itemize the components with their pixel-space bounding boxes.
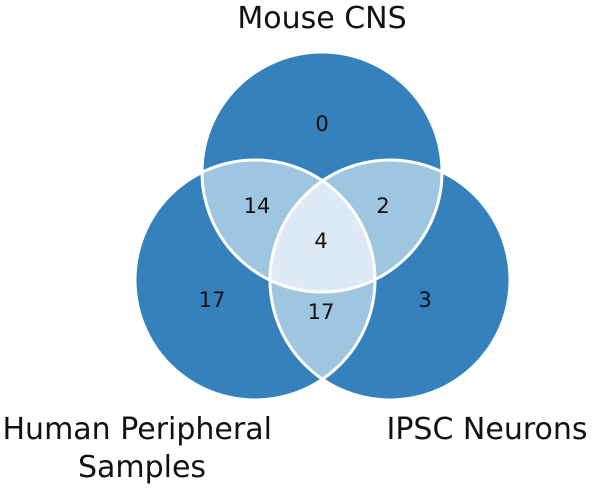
count-human-ipsc: 17 <box>308 300 335 324</box>
count-all-three: 4 <box>314 229 327 253</box>
label-human-peripheral: Human Peripheral Samples <box>3 412 282 485</box>
label-human-peripheral-line2: Samples <box>78 450 206 485</box>
label-mouse-cns: Mouse CNS <box>237 1 406 36</box>
outline-human-peripheral <box>133 158 377 402</box>
count-mouse-ipsc: 2 <box>376 194 389 218</box>
count-human-only: 17 <box>199 288 226 312</box>
label-ipsc-neurons: IPSC Neurons <box>386 412 587 447</box>
overlap-all-three <box>270 160 375 292</box>
count-mouse-human: 14 <box>244 194 271 218</box>
count-mouse-only: 0 <box>315 112 328 136</box>
outline-ipsc-neurons <box>268 158 512 402</box>
count-ipsc-only: 3 <box>418 288 431 312</box>
label-human-peripheral-line1: Human Peripheral <box>3 412 272 447</box>
